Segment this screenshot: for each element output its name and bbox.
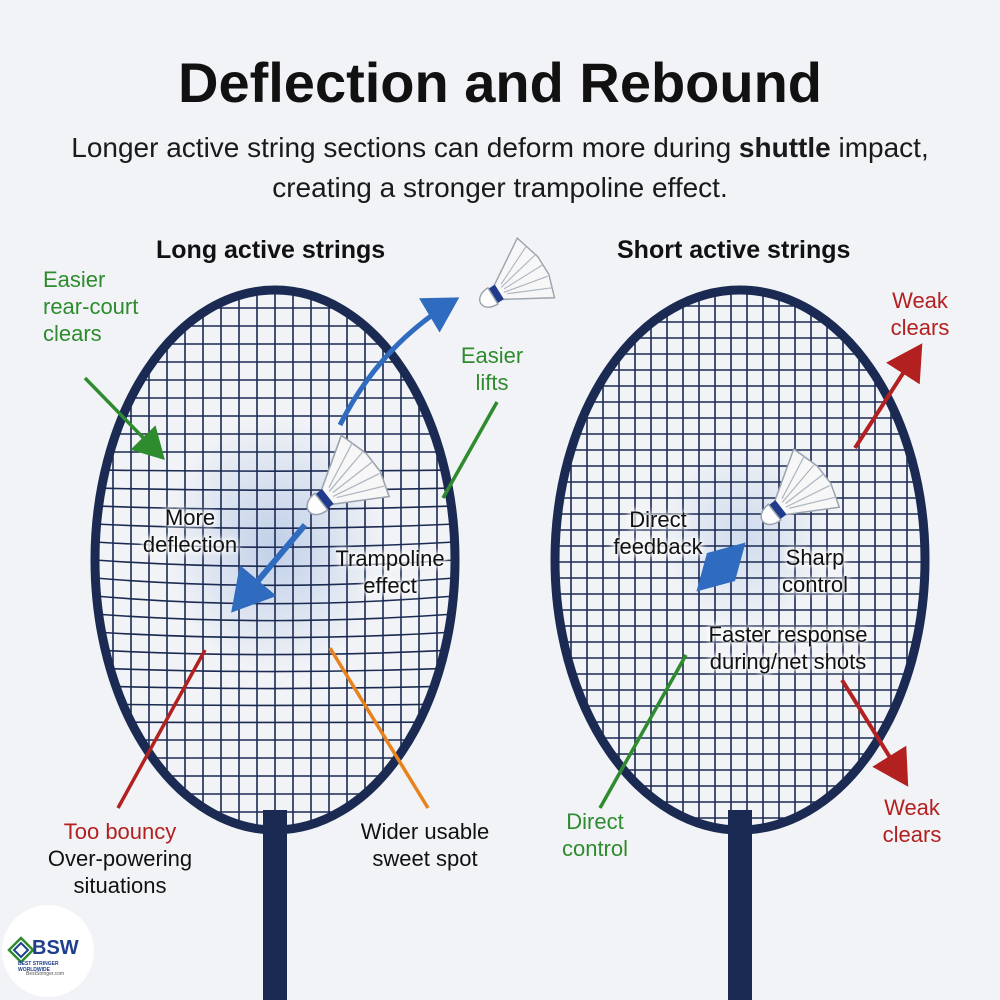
label-line: Sharp bbox=[785, 545, 845, 570]
label-line: clears bbox=[890, 315, 950, 340]
cross-string bbox=[95, 505, 455, 510]
label-too-bouncy: Too bouncy bbox=[63, 819, 177, 844]
label-line: Over-powering bbox=[47, 846, 193, 871]
label-line: Direct bbox=[566, 809, 624, 834]
label-line: Weak bbox=[892, 288, 948, 313]
label-line: Direct bbox=[629, 507, 687, 532]
label-sharp-control: Sharp control bbox=[770, 544, 860, 598]
subtitle-text: Longer active string sections can deform… bbox=[71, 132, 739, 163]
subtitle-text-end: impact, creating a stronger trampoline e… bbox=[272, 132, 929, 203]
label-line: Trampoline bbox=[335, 546, 445, 571]
page-title: Deflection and Rebound bbox=[178, 51, 822, 114]
logo-tagline: BEST STRINGER WORLDWIDE bbox=[18, 961, 59, 973]
cross-string bbox=[95, 613, 455, 622]
cross-string bbox=[95, 685, 455, 690]
label-line: control bbox=[781, 572, 849, 597]
label-too-bouncy-group: Too bouncy Over-powering situations bbox=[30, 818, 210, 899]
label-direct-control: Direct control bbox=[545, 808, 645, 862]
logo-name: BSW bbox=[32, 937, 79, 959]
label-line: situations bbox=[73, 873, 167, 898]
label-line: rear-court bbox=[43, 294, 139, 319]
label-more-deflection: More deflection bbox=[130, 504, 250, 558]
logo-icon: BSW BEST STRINGER WORLDWIDE BestStringer… bbox=[2, 905, 94, 997]
left-panel-heading: Long active strings bbox=[156, 236, 386, 264]
label-line: effect bbox=[363, 573, 417, 598]
label-line: Easier bbox=[43, 267, 106, 292]
cross-string bbox=[95, 631, 455, 639]
label-line: lifts bbox=[475, 370, 509, 395]
subtitle: Longer active string sections can deform… bbox=[40, 128, 960, 208]
label-rear-court-clears: Easier rear-court clears bbox=[43, 266, 138, 347]
logo-url: BestStringer.com bbox=[26, 971, 65, 977]
right-panel-heading: Short active strings bbox=[617, 236, 851, 264]
cross-string bbox=[95, 703, 455, 707]
label-line: clears bbox=[43, 321, 102, 346]
label-faster-response: Faster response during/net shots bbox=[688, 621, 888, 675]
label-line: More bbox=[164, 505, 216, 530]
label-weak-clears-top: Weak clears bbox=[878, 287, 962, 341]
label-weak-clears-bottom: Weak clears bbox=[870, 794, 954, 848]
label-line: Weak bbox=[884, 795, 940, 820]
label-line: Faster response bbox=[708, 622, 868, 647]
label-sweet-spot: Wider usable sweet spot bbox=[345, 818, 505, 872]
label-easier-lifts: Easier lifts bbox=[452, 342, 532, 396]
cross-string bbox=[95, 667, 455, 673]
label-line: clears bbox=[882, 822, 942, 847]
cross-string bbox=[95, 487, 455, 491]
label-trampoline-effect: Trampoline effect bbox=[320, 545, 460, 599]
label-line: deflection bbox=[142, 532, 238, 557]
label-line: during/net shots bbox=[709, 649, 867, 674]
cross-string bbox=[95, 649, 455, 656]
label-line: Wider usable bbox=[360, 819, 490, 844]
logo-emblem-icon bbox=[7, 936, 35, 964]
label-line: feedback bbox=[613, 534, 703, 559]
cross-string bbox=[95, 541, 455, 549]
label-line: sweet spot bbox=[372, 846, 478, 871]
label-direct-feedback: Direct feedback bbox=[603, 506, 713, 560]
cross-string bbox=[95, 523, 455, 530]
cross-string bbox=[95, 469, 455, 472]
subtitle-emphasis: shuttle bbox=[738, 132, 831, 163]
label-line: control bbox=[561, 836, 629, 861]
label-line: Easier bbox=[460, 343, 524, 368]
